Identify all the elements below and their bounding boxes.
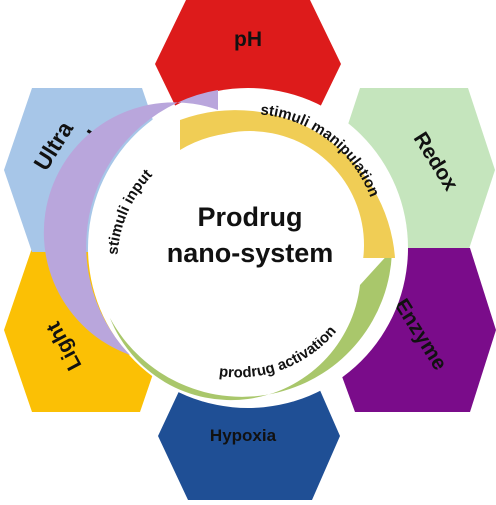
- band-stimuli-input: [43, 90, 218, 355]
- hexagon-hypoxia-label: Hypoxia: [210, 426, 277, 445]
- hexagon-ph-label: pH: [234, 28, 262, 51]
- hexagon-hypoxia-shape: [158, 372, 340, 500]
- center-title-line2: nano-system: [167, 238, 334, 268]
- hexagon-hypoxia: Hypoxia: [158, 372, 340, 500]
- center-circle: [136, 131, 364, 359]
- center-title-line1: Prodrug: [198, 202, 303, 232]
